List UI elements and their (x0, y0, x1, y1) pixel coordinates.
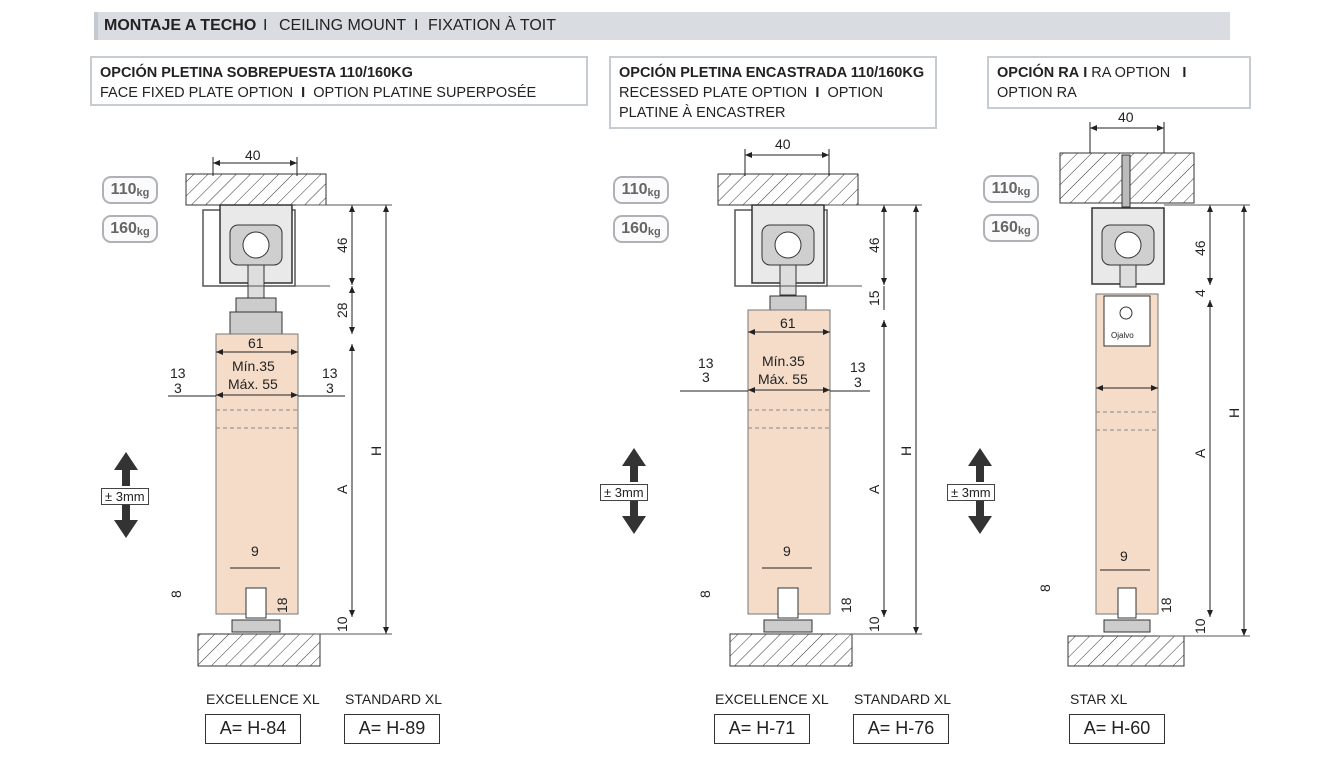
formula-box: A= H-89 (344, 714, 440, 744)
option-title: OPCIÓN PLETINA ENCASTRADA 110/160KG (619, 65, 925, 81)
dim-min: Mín.35 (762, 353, 805, 369)
option-subtitle: RECESSED PLATE OPTION I OPTION (619, 85, 884, 101)
drawing-face-fixed: 40 46 28 A H 61 Mín.35 Máx. 55 13 3 13 3… (114, 147, 392, 667)
weight-badge-110: 110kg (983, 175, 1039, 203)
dim-18: 18 (838, 597, 854, 613)
header-fr: FIXATION À TOIT (428, 17, 557, 34)
drawing-ra: Ojalvo 40 46 4 A H 9 8 18 10 (968, 109, 1250, 667)
option-box-ra: OPCIÓN RA I RA OPTION I OPTION RA (987, 56, 1251, 109)
weight-badge-160: 160kg (102, 215, 158, 243)
option-subtitle: OPTION RA (997, 85, 1077, 101)
dim-H: H (1226, 408, 1242, 418)
dim-10: 10 (866, 616, 882, 632)
dim-9: 9 (1120, 548, 1128, 564)
formula-box: A= H-60 (1069, 714, 1165, 744)
dim-15: 15 (866, 290, 882, 306)
dim-13: 13 (698, 355, 714, 371)
ceiling-block (717, 173, 859, 206)
floor-block (1067, 635, 1185, 667)
option-subtitle: FACE FIXED PLATE OPTION I OPTION PLATINE… (100, 85, 537, 101)
adjust-label: ± 3mm (101, 488, 149, 505)
dim-8: 8 (168, 590, 184, 598)
weight-badge-160: 160kg (983, 214, 1039, 242)
header-en: CEILING MOUNT (279, 17, 407, 34)
dim-13: 13 (322, 365, 338, 381)
adjust-label: ± 3mm (600, 484, 648, 501)
nut (235, 297, 277, 313)
dim-40: 40 (775, 136, 791, 152)
dim-46: 46 (866, 237, 882, 253)
dim-10: 10 (1192, 618, 1208, 634)
dim-A: A (866, 484, 882, 494)
screw (1121, 154, 1131, 208)
section-header: MONTAJE A TECHO I CEILING MOUNT I FIXATI… (94, 12, 1230, 40)
header-es: MONTAJE A TECHO (104, 17, 257, 34)
dim-13: 13 (170, 365, 186, 381)
dim-18: 18 (1158, 597, 1174, 613)
dim-4: 4 (1192, 289, 1208, 297)
model-label: STAR XL (1070, 691, 1128, 707)
adjust-label: ± 3mm (947, 484, 995, 501)
model-label: EXCELLENCE XL (715, 691, 829, 707)
bolt (247, 264, 265, 301)
dim-8: 8 (697, 590, 713, 598)
brand-mark-logo: Ojalvo (1111, 331, 1134, 340)
dim-max: Máx. 55 (228, 376, 278, 392)
option-title: OPCIÓN RA I RA OPTION I (997, 65, 1187, 81)
option-box-face-fixed: OPCIÓN PLETINA SOBREPUESTA 110/160KG FAC… (90, 56, 588, 106)
trolley-wheel (242, 231, 270, 259)
formula-box: A= H-71 (714, 714, 810, 744)
ceiling-block (185, 173, 327, 206)
clip-bracket (1103, 295, 1151, 347)
dim-min: Mín.35 (232, 358, 275, 374)
model-label: STANDARD XL (345, 691, 442, 707)
model-label: STANDARD XL (854, 691, 951, 707)
weight-badge-160: 160kg (613, 215, 669, 243)
dim-28: 28 (334, 302, 350, 318)
dim-61: 61 (780, 315, 796, 331)
drawing-recessed: 40 46 15 A H 61 Mín.35 Máx. 55 13 3 13 3… (622, 136, 922, 667)
dim-H: H (898, 446, 914, 456)
dim-3: 3 (702, 369, 710, 385)
option-box-recessed: OPCIÓN PLETINA ENCASTRADA 110/160KG RECE… (609, 56, 937, 129)
dim-18: 18 (274, 597, 290, 613)
option-subtitle-2: PLATINE À ENCASTRER (619, 105, 786, 121)
formula-box: A= H-76 (853, 714, 949, 744)
header-sep: I (263, 17, 268, 34)
dim-40: 40 (245, 147, 261, 163)
dim-46: 46 (334, 237, 350, 253)
dim-8: 8 (1037, 584, 1053, 592)
dim-61: 61 (248, 335, 264, 351)
dim-9: 9 (251, 543, 259, 559)
door-panel (215, 333, 299, 615)
header-sep: I (414, 17, 419, 34)
door-panel (747, 309, 831, 615)
dim-3: 3 (174, 380, 182, 396)
floor-block (729, 633, 853, 667)
dim-9: 9 (783, 543, 791, 559)
dim-H: H (368, 446, 384, 456)
plate-bracket (229, 311, 283, 335)
dim-13: 13 (850, 359, 866, 375)
weight-badge-110: 110kg (102, 176, 158, 204)
dim-3: 3 (854, 374, 862, 390)
dim-A: A (1192, 448, 1208, 458)
dim-46: 46 (1192, 240, 1208, 256)
dim-max: Máx. 55 (758, 371, 808, 387)
dim-A: A (334, 484, 350, 494)
door-panel (1095, 293, 1159, 615)
floor-block (197, 633, 321, 667)
option-title: OPCIÓN PLETINA SOBREPUESTA 110/160KG (100, 65, 413, 81)
dim-10: 10 (334, 616, 350, 632)
dim-3: 3 (326, 380, 334, 396)
formula-box: A= H-84 (205, 714, 301, 744)
weight-badge-110: 110kg (613, 176, 669, 204)
dim-40: 40 (1118, 109, 1134, 125)
model-label: EXCELLENCE XL (206, 691, 320, 707)
